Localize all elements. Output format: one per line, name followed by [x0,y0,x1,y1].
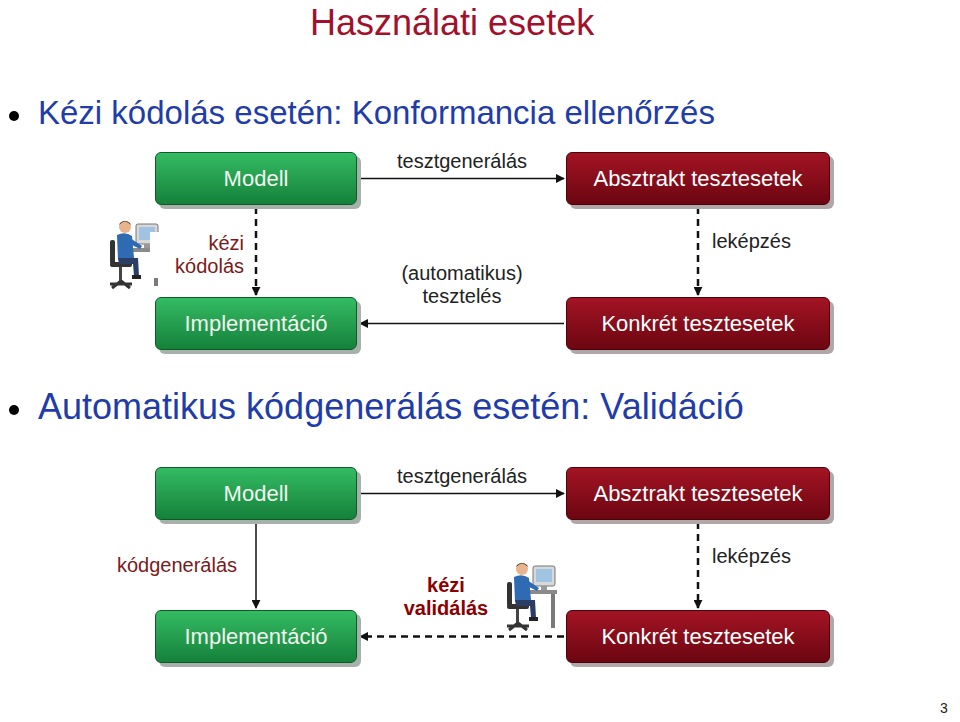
box-label: Modell [224,166,289,192]
box-label: Absztrakt tesztesetek [593,166,802,192]
box-label: Absztrakt tesztesetek [593,481,802,507]
testcase-box: Absztrakt tesztesetek [566,467,830,520]
edge-label: kódgenerálás [100,554,254,577]
edge-label: leképzés [710,545,824,568]
bullet-text: Kézi kódolás esetén: Konformancia ellenő… [38,94,715,132]
model-box: Modell [155,152,357,205]
model-box: Modell [155,467,357,520]
flow-arrow [697,207,700,295]
flow-arrow [360,635,564,638]
bullet-dot [9,111,19,121]
page-number: 3 [940,700,948,716]
flow-arrow [255,522,257,608]
edge-label: leképzés [710,230,824,253]
flow-arrow [359,178,564,180]
edge-label: (automatikus) tesztelés [390,262,534,308]
model-box: Implementáció [155,610,357,663]
box-label: Implementáció [184,624,327,650]
flow-arrow [697,522,700,608]
flow-arrow [359,493,564,495]
box-label: Modell [224,481,289,507]
edge-label: kézi kódolás [150,232,246,278]
box-label: Implementáció [184,311,327,337]
bullet-dot [9,405,19,415]
slide-title: Használati esetek [310,2,594,44]
person-icon [507,563,557,630]
box-label: Konkrét tesztesetek [601,624,794,650]
model-box: Implementáció [155,297,357,350]
testcase-box: Konkrét tesztesetek [566,297,830,350]
box-label: Konkrét tesztesetek [601,311,794,337]
flow-arrow [255,207,258,295]
edge-label: tesztgenerálás [360,465,564,488]
flow-arrow [360,323,564,325]
testcase-box: Konkrét tesztesetek [566,610,830,663]
edge-label: kézi validálás [392,574,500,620]
testcase-box: Absztrakt tesztesetek [566,152,830,205]
bullet-text: Automatikus kódgenerálás esetén: Validác… [38,386,744,428]
edge-label: tesztgenerálás [360,150,564,173]
